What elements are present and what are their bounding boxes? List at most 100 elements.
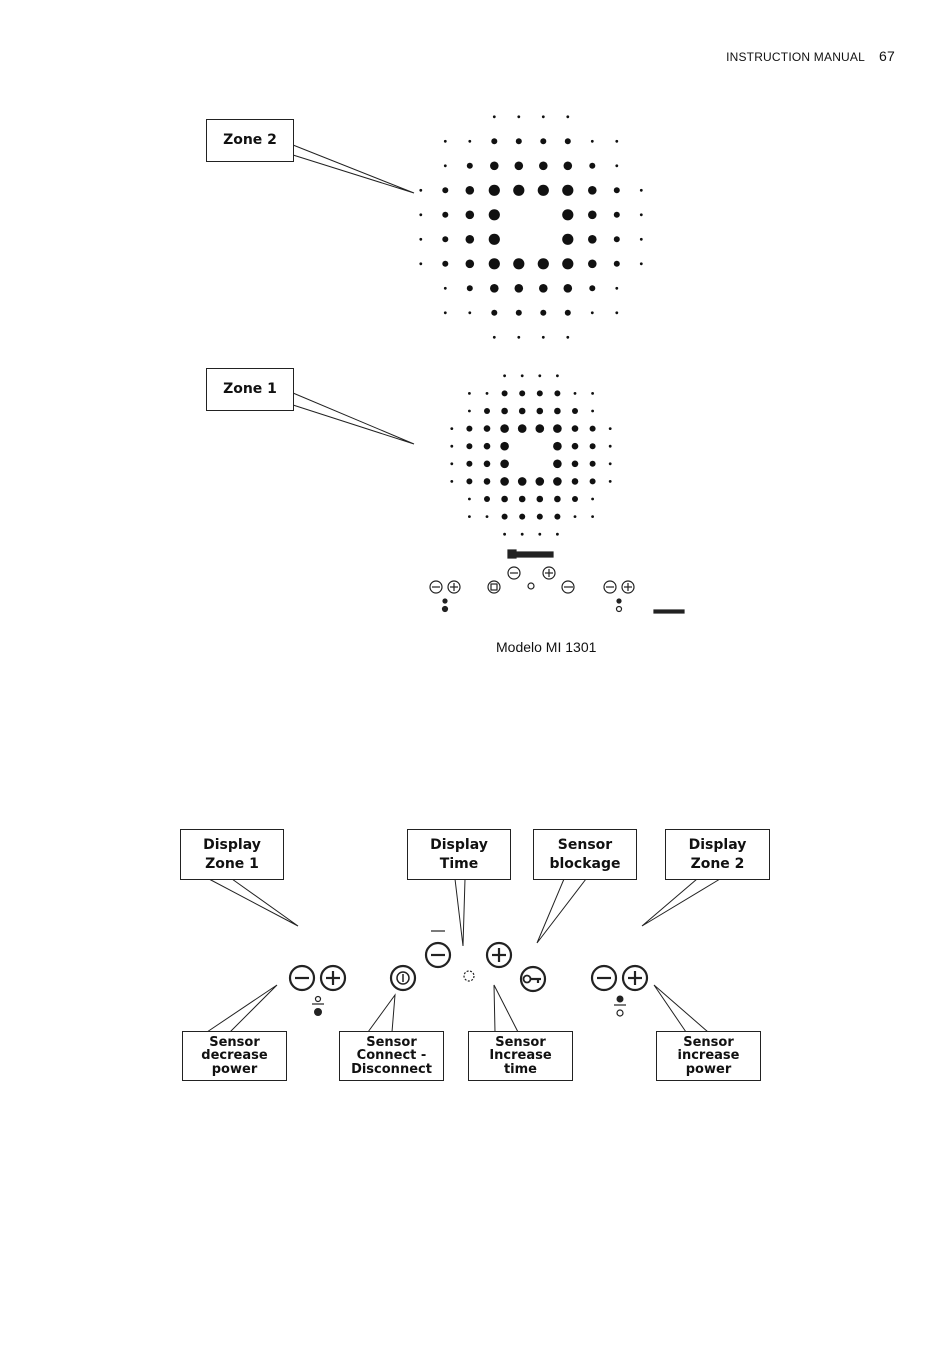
zone1-dot-grid [450,374,611,535]
hob-dot [491,310,497,316]
sensor-increase-power-leader [654,985,708,1032]
hob-dot [513,258,524,269]
hob-dot [538,258,549,269]
hob-dot [468,311,471,314]
plus-time-icon [487,943,511,967]
hob-dot [640,238,643,241]
hob-dot [562,185,573,196]
hob-dot [493,115,496,118]
power-icon [391,966,415,990]
hob-dot [517,336,520,339]
hob-dot [501,496,508,503]
hob-dot [468,410,471,413]
hob-dot [553,477,562,486]
hob-dot [444,140,447,143]
minus-zone2-icon [592,966,616,990]
hob-dot [614,187,620,193]
hob-dot [503,533,506,536]
hob-dot [609,462,612,465]
display-zone1-callout: Display Zone 1 [180,829,284,880]
zone2-leader [293,145,414,193]
plus-icon [321,966,345,990]
sensor-increase-power-callout: Sensor increase power [656,1031,761,1081]
hob-dot [588,211,597,220]
hob-dot [556,374,559,377]
hob-dot [537,496,544,503]
zone1-indicator-lower [315,1009,322,1016]
hob-dot [442,236,448,242]
minus-icon [290,966,314,990]
minus-time-icon [426,943,450,967]
hob-dot [484,408,490,414]
hob-dot [640,189,643,192]
hob-dot [539,284,548,293]
hob-dot [518,424,527,433]
hob-dot [591,498,594,501]
key-lock-icon [521,967,545,991]
hob-dot [589,285,595,291]
hob-dot [466,461,472,467]
hob-dot [614,261,620,267]
sensor-blockage-leader [537,879,586,943]
hob-dot [537,514,543,520]
zone1-leader [293,393,414,444]
hob-dot [553,424,562,433]
hob-dot [566,115,569,118]
hob-dot [572,496,578,502]
hob-dot [486,392,489,395]
hob-dot [519,496,526,503]
hob-dot [572,478,579,485]
hob-dot [500,477,509,486]
hob-dot [466,235,475,244]
hob-dot [566,336,569,339]
hob-dot [489,185,500,196]
hob-dot [539,162,548,171]
zone-leader-lines [293,145,414,444]
hob-dot [515,162,524,171]
hob-dot [442,212,448,218]
hob-dot [450,445,453,448]
sensor-blockage-callout: Sensor blockage [533,829,637,880]
small-control-panel [430,550,684,613]
hob-dot [500,442,509,451]
hob-dot [490,284,499,293]
hob-dot [590,478,596,484]
hob-dot [489,258,500,269]
hob-dot [516,310,522,316]
display-time-leader [455,879,465,946]
hob-dot [615,311,618,314]
zone1-callout: Zone 1 [206,368,294,411]
hob-dot [521,533,524,536]
hob-dot [466,186,475,195]
hob-dot [450,462,453,465]
hob-dot [609,480,612,483]
hob-dot [590,443,596,449]
panel-leader-lines [207,879,720,1032]
hob-dot [519,390,525,396]
sensor-increase-time-leader [494,985,518,1032]
hob-dot [538,533,541,536]
hob-dot [536,424,545,433]
display-zone1-leader [209,879,298,926]
display-time-callout: Display Time [407,829,511,880]
hob-dot [565,138,571,144]
hob-dot [518,477,527,486]
hob-dot [484,478,491,485]
hob-dot [640,213,643,216]
hob-dot [554,408,561,415]
zone2-dot-grid [419,115,642,338]
hob-dot [468,498,471,501]
hob-dot [491,138,497,144]
hob-dot [540,310,546,316]
hob-dot [517,115,520,118]
hob-dot [542,336,545,339]
hob-dot [556,533,559,536]
zone1-indicator-upper [316,997,321,1002]
hob-dot [615,287,618,290]
hob-dot [442,187,448,193]
hob-dot [516,138,522,144]
hob-dot [615,140,618,143]
zone2-indicator-upper [617,996,623,1002]
hob-dot [493,336,496,339]
hob-dot [614,212,620,218]
